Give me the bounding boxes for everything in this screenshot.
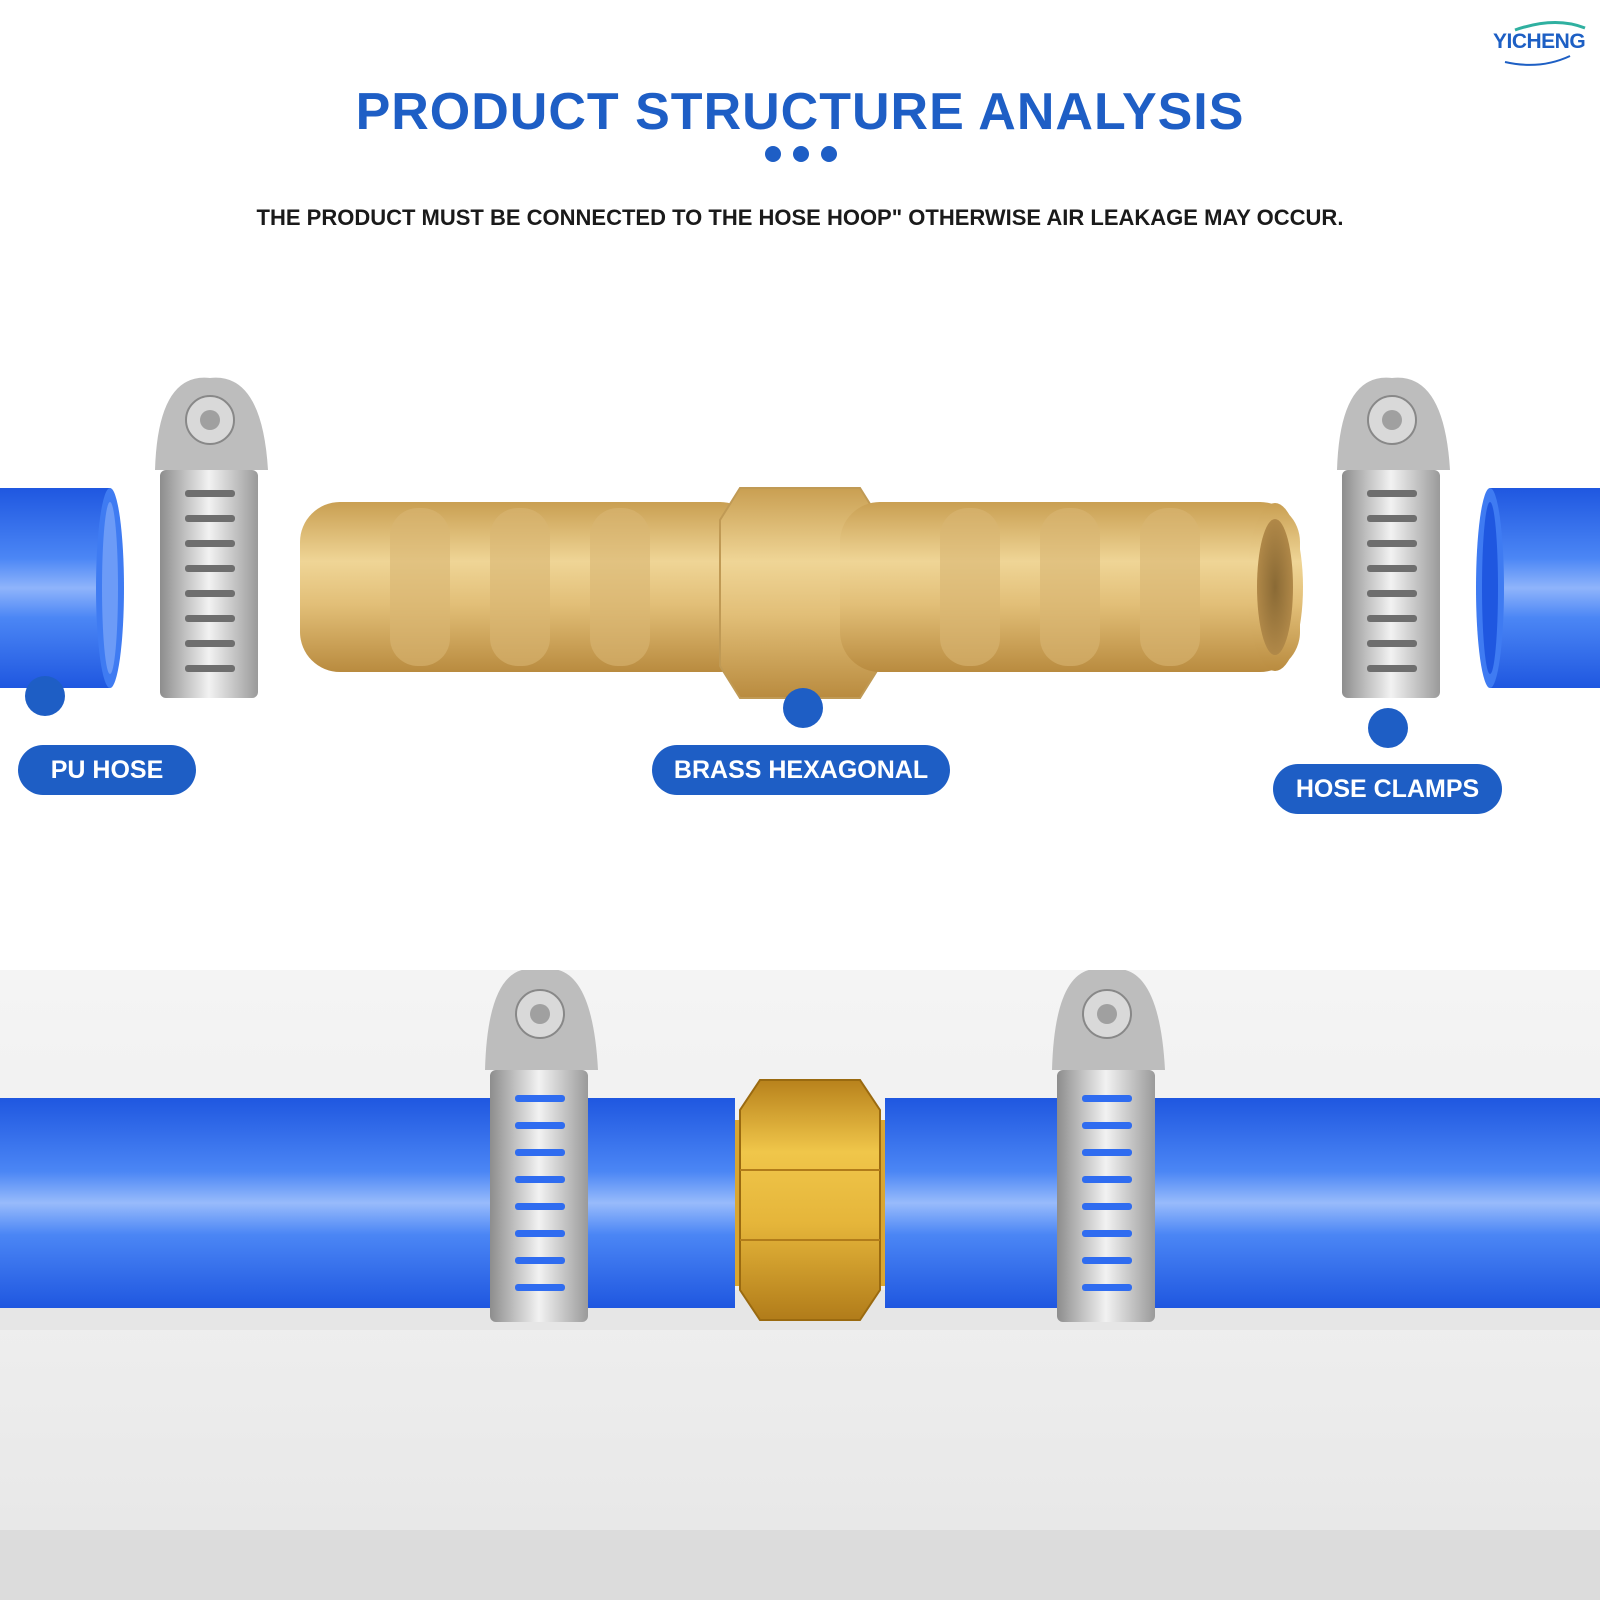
pu-hose-left xyxy=(0,488,124,688)
hose-clamps-marker xyxy=(1368,708,1408,748)
exploded-illustration xyxy=(0,377,1600,699)
brand-logo: YICHENG xyxy=(1485,18,1595,68)
assembled-view xyxy=(0,968,1600,1600)
assembled-clamp-left xyxy=(485,968,598,1322)
logo-text: YICHENG xyxy=(1493,30,1586,53)
brass-hexagonal-label: BRASS HEXAGONAL xyxy=(652,745,950,795)
assembled-clamp-right xyxy=(1052,968,1165,1322)
hose-clamps-label: HOSE CLAMPS xyxy=(1273,764,1502,814)
pu-hose-label: PU HOSE xyxy=(18,745,196,795)
hose-clamp-left xyxy=(155,377,268,698)
assembled-brass-hex xyxy=(735,1079,885,1321)
pu-hose-marker xyxy=(25,676,65,716)
logo-swoosh-icon xyxy=(1504,20,1586,66)
assembled-hose-right xyxy=(885,1098,1600,1308)
title-dots-decoration xyxy=(765,146,855,166)
pu-hose-right xyxy=(1476,488,1600,688)
assembled-hose-left xyxy=(0,1098,735,1308)
exploded-view xyxy=(0,370,1600,730)
brass-hexagonal-marker xyxy=(783,688,823,728)
page-subtitle: THE PRODUCT MUST BE CONNECTED TO THE HOS… xyxy=(256,205,1344,230)
assembled-illustration xyxy=(0,968,1600,1600)
page-title: PRODUCT STRUCTURE ANALYSIS xyxy=(355,83,1245,141)
brass-hexagonal-fitting xyxy=(300,487,1303,699)
hose-clamp-right xyxy=(1337,377,1450,698)
